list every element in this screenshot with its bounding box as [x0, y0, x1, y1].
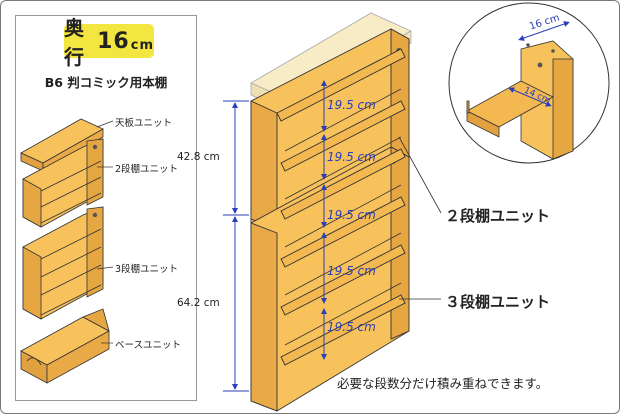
two-shelf-unit-drawing — [22, 138, 104, 228]
part-label-top-board: 天板ユニット — [115, 118, 173, 129]
height-label-upper: 42.8 cm — [177, 151, 220, 163]
shelf-lips — [284, 88, 402, 346]
height-dimension-lines — [223, 100, 249, 392]
callout-two-shelf-unit: ２段棚ユニット — [445, 207, 551, 225]
main-shelves — [276, 48, 406, 366]
depth-badge-prefix: 奥行 — [64, 16, 85, 69]
spacing-label-4: 19.5 cm — [327, 264, 376, 278]
stacking-note: 必要な段数分だけ積み重ねできます。 — [337, 376, 549, 391]
height-label-lower: 64.2 cm — [177, 297, 220, 309]
three-shelf-unit-drawing — [22, 206, 104, 320]
spacing-label-5: 19.5 cm — [327, 320, 376, 334]
spacing-labels: 19.5 cm 19.5 cm 19.5 cm 19.5 cm 19.5 cm — [327, 98, 376, 334]
callout-three-shelf-unit: ３段棚ユニット — [445, 293, 551, 311]
callout-leaders — [398, 136, 442, 300]
part-leader-lines — [96, 120, 114, 344]
depth-detail-inset — [448, 2, 610, 164]
bookshelf-title: B6 判コミック用本棚 — [44, 75, 168, 90]
part-label-two-shelf: 2段棚ユニット — [115, 164, 179, 175]
spacing-label-2: 19.5 cm — [327, 150, 376, 164]
base-unit-drawing — [20, 308, 110, 384]
depth-badge: 奥行 16 cm — [64, 16, 154, 69]
spacing-label-1: 19.5 cm — [327, 98, 376, 112]
spacing-label-3: 19.5 cm — [327, 208, 376, 222]
depth-badge-value: 16 — [97, 28, 130, 54]
part-label-base: ベースユニット — [115, 340, 182, 351]
part-label-three-shelf: 3段棚ユニット — [115, 264, 179, 275]
depth-badge-unit: cm — [130, 37, 154, 53]
